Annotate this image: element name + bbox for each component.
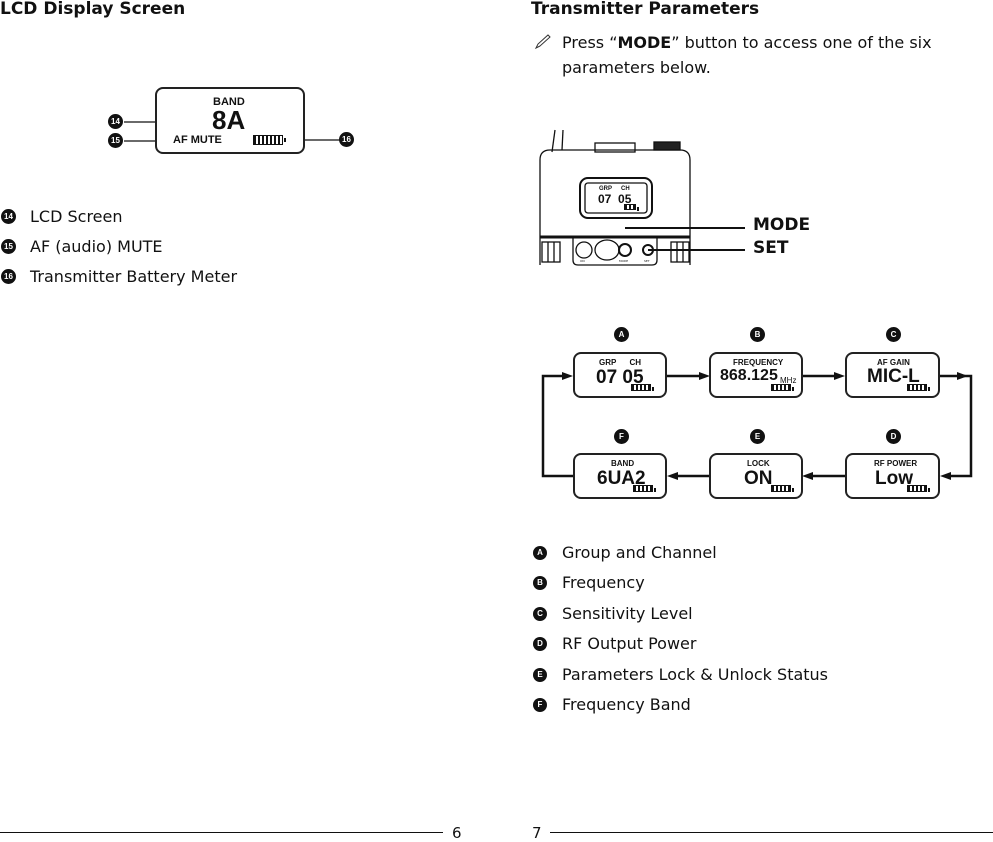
af-mute-label: AF MUTE: [173, 134, 222, 146]
legend-num: 15: [1, 239, 16, 254]
band-label: BAND: [213, 96, 245, 108]
flow-arrows: [541, 374, 973, 478]
letter-a: A: [614, 327, 629, 342]
note-mode-bold: MODE: [617, 33, 672, 52]
letter-c: C: [886, 327, 901, 342]
lcd-value: Low: [875, 468, 913, 489]
note-text: ” button to access one of the six: [671, 33, 932, 52]
lcd-value: MIC-L: [867, 366, 920, 387]
lcd-value: 07 05: [596, 367, 644, 388]
set-callout: SET: [753, 238, 789, 258]
footer-rule: [0, 832, 443, 833]
battery-icon: [631, 384, 654, 391]
page-number: 6: [452, 824, 462, 842]
device-value: 07 05: [598, 192, 632, 206]
callout-16: 16: [339, 132, 354, 147]
transmitter-device-drawing: [539, 129, 691, 266]
lcd-label: LOCK: [747, 459, 770, 468]
letter-b: B: [750, 327, 765, 342]
legend-text: Transmitter Battery Meter: [30, 267, 238, 286]
battery-icon: [771, 485, 794, 492]
lcd-frequency: FREQUENCY 868.125 MHz: [709, 352, 803, 398]
note-text: Press “: [562, 33, 618, 52]
battery-meter-icon: [253, 135, 286, 145]
footer-rule: [550, 832, 993, 833]
legend-letter: C: [533, 607, 547, 621]
band-value: 8A: [212, 105, 246, 135]
note-line2: parameters below.: [562, 58, 711, 77]
legend-text: Frequency Band: [562, 695, 691, 714]
legend-text: Group and Channel: [562, 543, 717, 562]
legend-text: AF (audio) MUTE: [30, 237, 163, 256]
lcd-label: AF GAIN: [877, 358, 910, 367]
lcd-rf-power: RF POWER Low: [845, 453, 940, 499]
battery-icon: [633, 485, 656, 492]
device-on-label: ON: [580, 259, 585, 263]
mode-callout: MODE: [753, 215, 811, 235]
legend-letter: A: [533, 546, 547, 560]
letter-f: F: [614, 429, 629, 444]
lcd-band: BAND 6UA2: [573, 453, 667, 499]
lcd-label: FREQUENCY: [733, 358, 784, 367]
lcd-value: 868.125: [720, 367, 778, 384]
lcd-unit: MHz: [780, 376, 797, 385]
note-line1: Press “MODE” button to access one of the…: [562, 33, 932, 52]
lcd-value: 6UA2: [597, 468, 646, 489]
letter-d: D: [886, 429, 901, 444]
legend-letter: B: [533, 576, 547, 590]
device-battery-icon: [624, 204, 639, 211]
page-title-transmitter: Transmitter Parameters: [531, 0, 760, 19]
legend-num: 16: [1, 269, 16, 284]
legend-letter: F: [533, 698, 547, 712]
legend-text: LCD Screen: [30, 207, 123, 226]
lcd-af-gain: AF GAIN MIC-L: [845, 352, 940, 398]
page-number: 7: [532, 824, 542, 842]
legend-letter: E: [533, 668, 547, 682]
device-grp-label: GRP: [599, 186, 613, 192]
lcd-screen: BAND 8A AF MUTE: [155, 87, 305, 154]
battery-icon: [771, 384, 794, 391]
legend-letter: D: [533, 637, 547, 651]
legend-text: RF Output Power: [562, 634, 697, 653]
battery-icon: [907, 384, 930, 391]
lcd-label: GRP CH: [599, 358, 642, 367]
page-title-lcd: LCD Display Screen: [0, 0, 186, 19]
lcd-group-channel: GRP CH 07 05: [573, 352, 667, 398]
lcd-lock: LOCK ON: [709, 453, 803, 499]
legend-text: Sensitivity Level: [562, 604, 693, 623]
lcd-value: ON: [744, 468, 773, 489]
pencil-icon: [534, 34, 551, 50]
legend-num: 14: [1, 209, 16, 224]
callout-14: 14: [108, 114, 123, 129]
device-ch-label: CH: [621, 186, 630, 192]
legend-text: Parameters Lock & Unlock Status: [562, 665, 829, 684]
device-set-label: SET: [644, 259, 650, 263]
legend-text: Frequency: [562, 573, 645, 592]
letter-e: E: [750, 429, 765, 444]
lcd-label: RF POWER: [874, 459, 918, 468]
lcd-label: BAND: [611, 459, 635, 468]
device-mode-label: MODE: [619, 259, 629, 263]
battery-icon: [907, 485, 930, 492]
callout-15: 15: [108, 133, 123, 148]
